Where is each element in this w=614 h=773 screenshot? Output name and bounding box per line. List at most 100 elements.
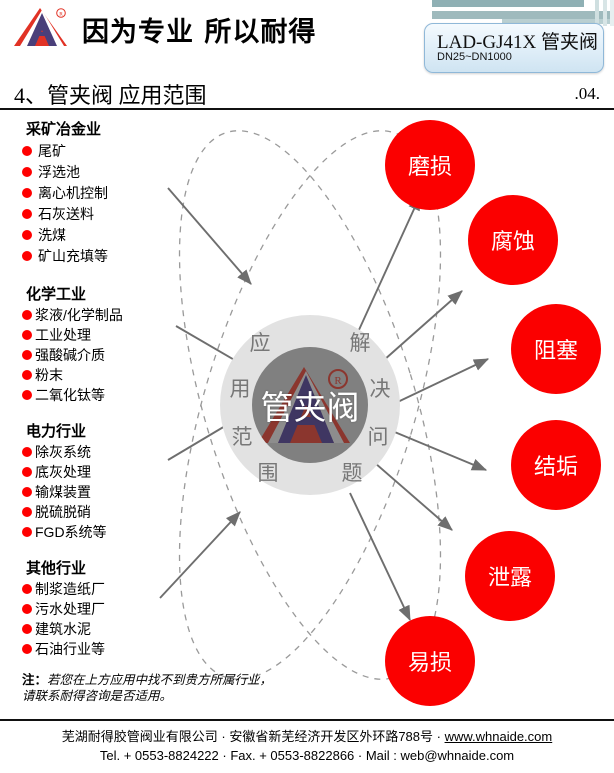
bullet-dot-icon <box>22 527 32 537</box>
footnote: 注：若您在上方应用中找不到贵方所属行业， 请联系耐得咨询是否适用。 <box>22 672 352 704</box>
bubble-label: 磨损 <box>407 155 452 180</box>
header-bar-1 <box>432 0 584 7</box>
bullet-dot-icon <box>22 467 32 477</box>
header-decoration-bars <box>432 0 614 26</box>
list-item: 除灰系统 <box>22 442 197 462</box>
bubble-label: 易损 <box>407 651 452 676</box>
bubble-label: 阻塞 <box>533 339 578 364</box>
bullet-dot-icon <box>22 250 32 261</box>
badge-model-text: LAD-GJ41X 管夹阀 <box>437 32 598 53</box>
list-item-label: 矿山充填等 <box>38 247 108 264</box>
bubble-label: 腐蚀 <box>490 230 535 255</box>
list-item: 脱硫脱硝 <box>22 502 197 522</box>
ring-word: 问 <box>367 425 389 449</box>
bullet-dot-icon <box>22 507 32 517</box>
header-slogan: 因为专业 所以耐得 <box>82 17 317 48</box>
list-item: 污水处理厂 <box>22 599 197 619</box>
group-title: 化学工业 <box>26 285 87 303</box>
page-title: 4、管夹阀 应用范围 <box>14 83 207 108</box>
problem-bubble-scaling[interactable]: 结垢 <box>511 420 601 510</box>
bullet-dot-icon <box>22 487 32 497</box>
ring-word: 围 <box>257 461 279 485</box>
list-item-label: 制浆造纸厂 <box>35 581 105 597</box>
problem-bubble-fragile[interactable]: 易损 <box>385 616 475 706</box>
footnote-line-1: 若您在上方应用中找不到贵方所属行业， <box>47 673 273 687</box>
footer-website-link[interactable]: www.whnaide.com <box>444 729 553 744</box>
list-item-label: 洗煤 <box>38 226 66 243</box>
list-group-other: 其他行业 制浆造纸厂 污水处理厂 建筑水泥 石油行业等 <box>22 557 197 659</box>
badge-size-range: DN25~DN1000 <box>437 51 512 63</box>
problem-bubble-leakage[interactable]: 泄露 <box>465 531 555 621</box>
bubble-label: 结垢 <box>533 455 578 480</box>
bubble-label: 泄露 <box>487 566 532 591</box>
list-item-label: 建筑水泥 <box>35 621 91 637</box>
list-item-label: 污水处理厂 <box>35 601 105 617</box>
footer-company-address: 芜湖耐得胶管阀业有限公司 · 安徽省新芜经济开发区外环路788号 · <box>61 729 445 744</box>
product-model-badge: LAD-GJ41X 管夹阀 DN25~DN1000 <box>424 23 604 73</box>
hub-inner-circle: R <box>252 347 368 463</box>
ring-word: 题 <box>341 461 363 485</box>
list-item-label: 底灰处理 <box>35 464 91 480</box>
list-item: 矿山充填等 <box>22 245 197 266</box>
diagram-connectors <box>159 130 490 680</box>
dashed-ellipse-left <box>178 130 442 680</box>
list-item-label: 脱硫脱硝 <box>35 504 91 520</box>
list-item-label: 浆液/化学制品 <box>35 307 123 323</box>
header-bar-2 <box>432 11 614 19</box>
outgoing-arrows <box>349 194 490 622</box>
list-item-label: 离心机控制 <box>38 184 108 201</box>
list-item: 输煤装置 <box>22 482 197 502</box>
list-item: 强酸碱介质 <box>22 345 197 365</box>
bullet-dot-icon <box>22 145 32 156</box>
dashed-ellipse-right <box>178 130 442 680</box>
header-bar-3 <box>502 19 614 24</box>
list-item-label: 除灰系统 <box>35 444 91 460</box>
footnote-label: 注： <box>22 673 48 687</box>
list-group-chemical: 化学工业 浆液/化学制品 工业处理 强酸碱介质 粉末 二氧化钛等 <box>22 283 197 405</box>
header-divider <box>0 108 614 110</box>
list-group-power: 电力行业 除灰系统 底灰处理 输煤装置 脱硫脱硝 FGD系统等 <box>22 420 197 542</box>
bullet-dot-icon <box>22 624 32 634</box>
naide-triangle-a-logo: R <box>14 8 67 46</box>
footer: 芜湖耐得胶管阀业有限公司 · 安徽省新芜经济开发区外环路788号 · www.w… <box>0 727 614 765</box>
list-item: 制浆造纸厂 <box>22 579 197 599</box>
bullet-dot-icon <box>22 350 32 360</box>
list-item-label: 尾矿 <box>38 142 66 159</box>
header-bar-5 <box>603 0 607 26</box>
center-hub: 应 用 范 围 解 决 问 题 R 管夹阀 <box>220 315 400 495</box>
list-item: 建筑水泥 <box>22 619 197 639</box>
bullet-dot-icon <box>22 208 32 219</box>
problem-bubble-blockage[interactable]: 阻塞 <box>511 304 601 394</box>
bullet-dot-icon <box>22 330 32 340</box>
list-item-label: 石灰送料 <box>38 205 94 222</box>
page-number: .04. <box>574 84 601 103</box>
ring-word: 决 <box>369 377 391 401</box>
list-item: 石灰送料 <box>22 203 197 224</box>
list-group-mining: 采矿冶金业 尾矿 浮选池 离心机控制 石灰送料 洗煤 矿山充填等 <box>22 118 197 266</box>
footer-line-1: 芜湖耐得胶管阀业有限公司 · 安徽省新芜经济开发区外环路788号 · www.w… <box>0 727 614 746</box>
footer-divider <box>0 719 614 721</box>
bullet-dot-icon <box>22 604 32 614</box>
list-item-label: FGD系统等 <box>35 524 107 540</box>
list-item-label: 粉末 <box>35 367 63 383</box>
bullet-dot-icon <box>22 390 32 400</box>
list-item: 二氧化钛等 <box>22 385 197 405</box>
bullet-dot-icon <box>22 447 32 457</box>
bullet-dot-icon <box>22 644 32 654</box>
group-title: 电力行业 <box>26 422 87 440</box>
list-item: FGD系统等 <box>22 522 197 542</box>
list-item: 洗煤 <box>22 224 197 245</box>
list-item-label: 浮选池 <box>38 163 80 180</box>
naide-triangle-a-watermark: R <box>258 367 350 443</box>
problem-bubble-corrosion[interactable]: 腐蚀 <box>468 195 558 285</box>
list-item: 石油行业等 <box>22 639 197 659</box>
list-item: 浆液/化学制品 <box>22 305 197 325</box>
list-item: 尾矿 <box>22 140 197 161</box>
list-item: 浮选池 <box>22 161 197 182</box>
list-item: 底灰处理 <box>22 462 197 482</box>
problem-bubble-wear[interactable]: 磨损 <box>385 120 475 210</box>
list-item-label: 石油行业等 <box>35 641 105 657</box>
svg-text:R: R <box>59 12 63 18</box>
svg-text:R: R <box>334 375 342 387</box>
